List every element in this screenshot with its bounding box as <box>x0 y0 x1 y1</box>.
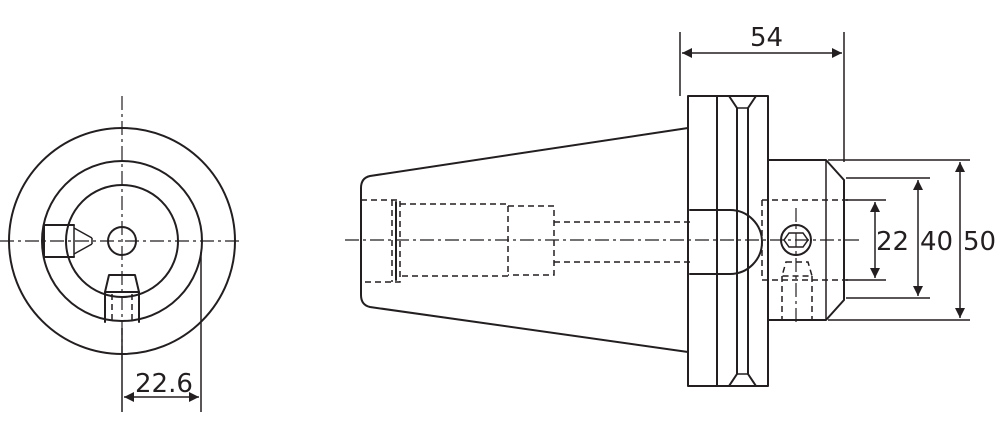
flange <box>687 95 769 387</box>
dimension-collar-label: 40 <box>920 227 953 257</box>
side-view: 54 22 40 50 <box>345 23 996 387</box>
cross-bore <box>689 209 763 275</box>
dimension-outer-label: 50 <box>963 227 996 257</box>
front-view: 22.6 <box>0 96 242 412</box>
dimension-length-label: 54 <box>750 23 783 53</box>
screw-slot-side <box>781 261 813 320</box>
taper-cone <box>360 127 689 353</box>
dimension-offset-label: 22.6 <box>135 369 193 399</box>
hidden-bores <box>361 199 852 283</box>
dimension-bore-label: 22 <box>876 227 909 257</box>
screw-slot-bottom <box>104 274 140 323</box>
